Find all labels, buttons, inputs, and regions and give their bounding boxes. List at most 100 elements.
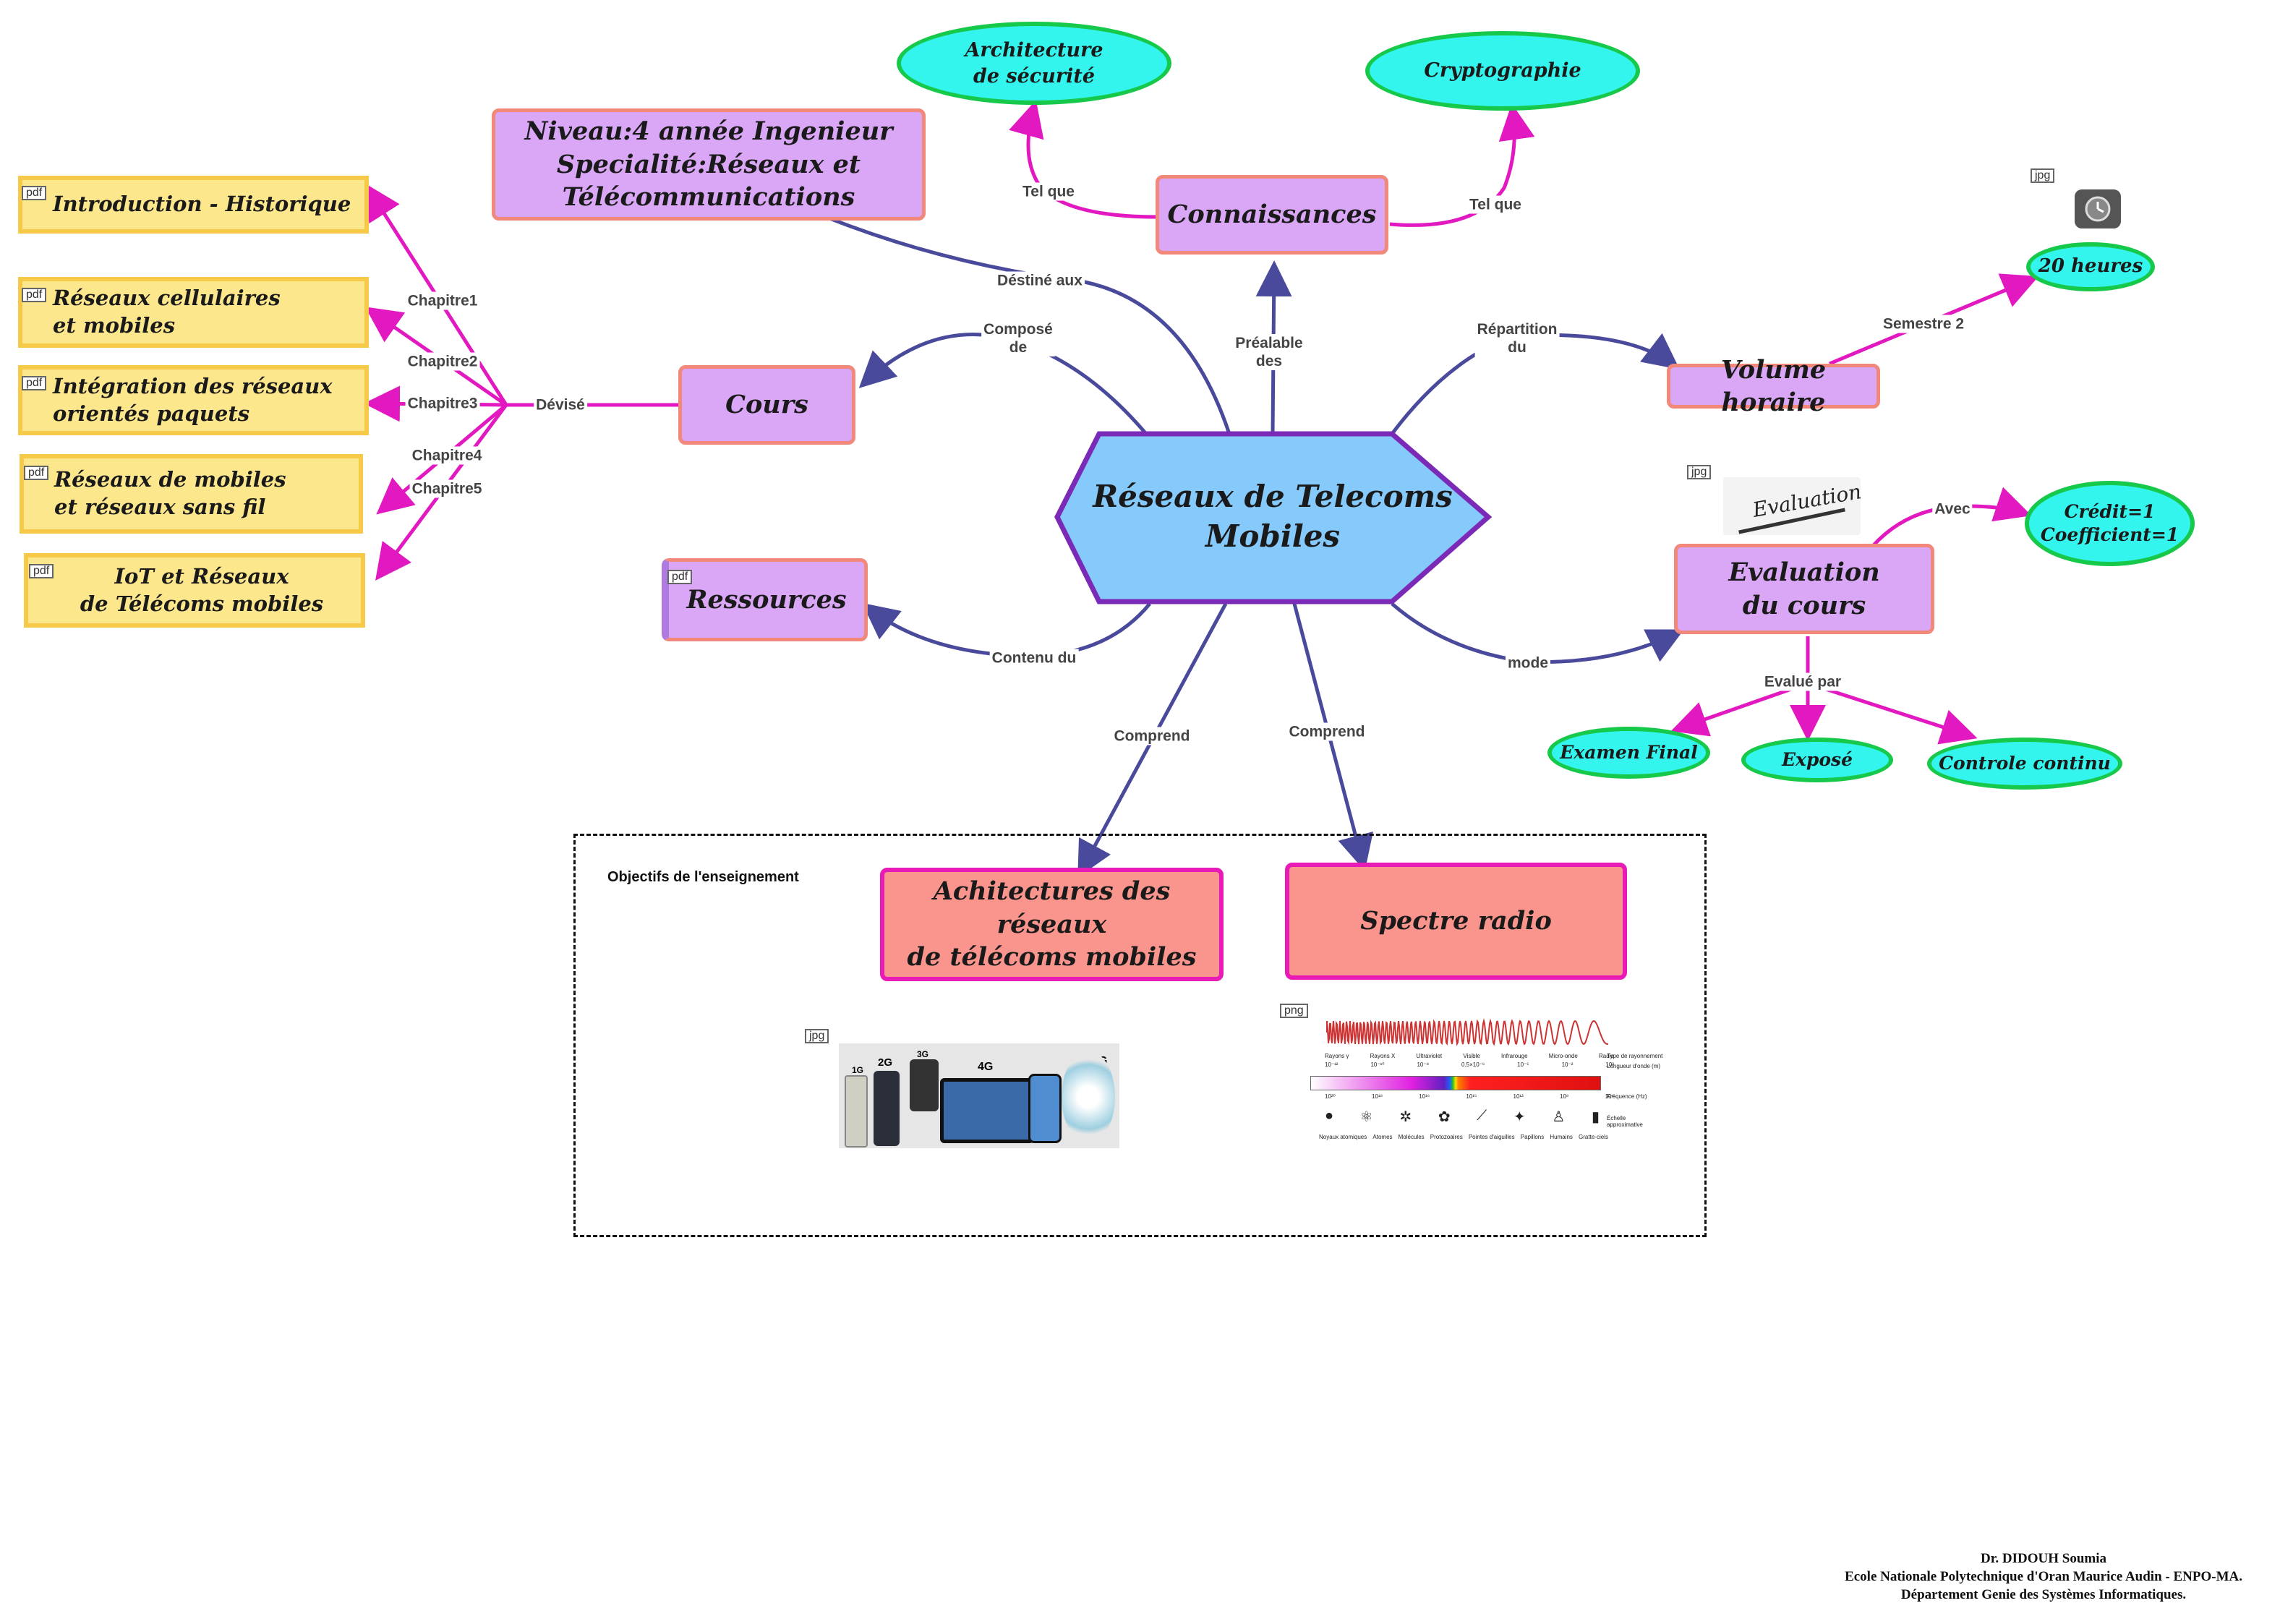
atom-icon: ⚛ [1359, 1109, 1373, 1125]
edge-label-evalue: Evalué par [1762, 672, 1844, 691]
spectrum-icons-row: ● ⚛ ✲ ✿ ⟋ ✦ ♙ ▮ [1325, 1108, 1600, 1126]
cours-node[interactable]: Cours [678, 365, 855, 445]
smartphone-icon [1028, 1074, 1062, 1143]
edge-label-devise: Dévisé [534, 396, 587, 414]
edge-label-prealable: Préalable des [1233, 334, 1305, 370]
spectrum-band: Infrarouge [1501, 1053, 1528, 1059]
clock-icon [2075, 189, 2121, 228]
spectrum-frequency: 10⁸ [1560, 1093, 1569, 1100]
spectrum-frequency: 10¹⁶ [1419, 1093, 1430, 1100]
credit-node[interactable]: Crédit=1 Coefficient=1 [2025, 481, 2195, 566]
controle-continu-node[interactable]: Controle continu [1927, 738, 2122, 790]
generation-label: 4G [978, 1061, 994, 1073]
spectrum-frequency: 10⁴ [1605, 1093, 1614, 1100]
spectrum-band: Radio [1599, 1053, 1614, 1059]
spectrum-band: Rayons γ [1325, 1053, 1349, 1059]
pdf-tag[interactable]: pdf [22, 288, 47, 302]
spectrum-wavelength: 10⁻² [1561, 1061, 1574, 1068]
volume-horaire-node[interactable]: Volume horaire [1667, 355, 1880, 417]
pdf-tag[interactable]: pdf [29, 564, 54, 578]
spectrum-image: Rayons γ Rayons X Ultraviolet Visible In… [1310, 1018, 1675, 1163]
link-evalue-right [1807, 681, 1978, 745]
spectrum-frequency: 10¹⁸ [1372, 1093, 1383, 1100]
spectrum-wavelength: 10⁻⁵ [1517, 1061, 1529, 1068]
spectrum-object: Noyaux atomiques [1319, 1134, 1367, 1140]
pdf-tag[interactable]: pdf [22, 376, 47, 390]
spectrum-object: Atomes [1372, 1134, 1393, 1140]
edge-label-mode: mode [1505, 654, 1551, 672]
spectrum-object: Gratte-ciels [1579, 1134, 1608, 1140]
niveau-node[interactable]: Niveau:4 année Ingenieur Specialité:Rése… [492, 108, 926, 221]
spectrum-object: Papillons [1520, 1134, 1545, 1140]
examen-final-node[interactable]: Examen Final [1547, 727, 1710, 779]
spectrum-band: Visible [1463, 1053, 1480, 1059]
edge-label-chapitre3: Chapitre3 [405, 394, 480, 413]
link-contenu [862, 602, 1151, 658]
central-hexagon [1054, 431, 1493, 604]
png-tag[interactable]: png [1280, 1004, 1308, 1018]
nucleus-icon: ● [1325, 1108, 1334, 1124]
connaissances-node[interactable]: Connaissances [1156, 175, 1388, 255]
network-5g-icon [1062, 1051, 1115, 1143]
footer-author: Dr. DIDOUH Soumia Ecole Nationale Polyte… [1845, 1551, 2242, 1602]
spectrum-frequency: 10¹⁵ [1466, 1093, 1477, 1100]
chapter-node[interactable]: Réseaux de mobiles et réseaux sans fil [20, 454, 363, 534]
spectrum-frequency: 10¹² [1513, 1093, 1524, 1100]
spectrum-frequency: 10²⁰ [1325, 1093, 1336, 1100]
central-node[interactable]: Réseaux de Telecoms Mobiles [1093, 479, 1453, 554]
spectrum-objects-row: Noyaux atomiques Atomes Molécules Protoz… [1319, 1134, 1608, 1140]
link-telque-right [1389, 103, 1535, 227]
architecture-securite-node[interactable]: Architecture de sécurité [897, 22, 1171, 105]
spectrum-wavelength: 10⁻¹² [1325, 1061, 1338, 1068]
ressources-node[interactable]: Ressources [662, 558, 868, 641]
edge-label-telque-right: Tel que [1467, 195, 1524, 214]
spectrum-type-label: Type de rayonnement [1607, 1053, 1663, 1059]
generation-label: 1G [852, 1065, 864, 1075]
cryptographie-node[interactable]: Cryptographie [1365, 31, 1640, 111]
spectrum-frequency-row: 10²⁰ 10¹⁸ 10¹⁶ 10¹⁵ 10¹² 10⁸ 10⁴ [1325, 1093, 1614, 1100]
jpg-tag[interactable]: jpg [2031, 168, 2055, 183]
edge-label-comprend-left: Comprend [1111, 727, 1192, 745]
evaluation-node[interactable]: Evaluation du cours [1674, 544, 1934, 634]
spectrum-object: Pointes d'aiguilles [1468, 1134, 1515, 1140]
edge-label-chapitre4: Chapitre4 [409, 446, 484, 465]
edge-label-comprend-right: Comprend [1286, 722, 1367, 741]
chapter-node[interactable]: Intégration des réseaux orientés paquets [18, 365, 369, 435]
link-mode [1391, 602, 1684, 664]
spectrum-object: Molécules [1398, 1134, 1425, 1140]
spectrum-scale-label: Échelle approximative [1607, 1115, 1643, 1128]
architectures-reseaux-node[interactable]: Achitectures des réseaux de télécoms mob… [880, 868, 1224, 981]
spectrum-object: Protozoaires [1430, 1134, 1463, 1140]
spectrum-wavelength-row: 10⁻¹² 10⁻¹⁰ 10⁻⁸ 0.5×10⁻⁶ 10⁻⁵ 10⁻² 10³ [1325, 1061, 1614, 1068]
jpg-tag[interactable]: jpg [1687, 465, 1712, 479]
edge-label-chapitre5: Chapitre5 [409, 479, 484, 498]
wave-graphic [1326, 1018, 1609, 1047]
spectre-radio-node[interactable]: Spectre radio [1285, 863, 1627, 980]
phone-2g-icon [874, 1071, 900, 1146]
spectrum-length-label: Longueur d'onde (m) [1607, 1063, 1661, 1069]
spectrum-wavelength: 10⁻¹⁰ [1370, 1061, 1385, 1068]
edge-label-contenu: Contenu du [989, 649, 1079, 667]
pdf-tag[interactable]: pdf [667, 570, 693, 584]
spectrum-object: Humains [1550, 1134, 1573, 1140]
objectifs-title: Objectifs de l'enseignement [607, 869, 799, 885]
spectrum-band: Micro-onde [1548, 1053, 1578, 1059]
spectrum-band: Ultraviolet [1416, 1053, 1443, 1059]
spectrum-wavelength: 10³ [1605, 1061, 1614, 1068]
edge-label-destine: Déstiné aux [995, 271, 1085, 290]
spectrum-color-bar [1310, 1076, 1601, 1090]
chapter-node[interactable]: Réseaux cellulaires et mobiles [18, 277, 369, 348]
pdf-tag[interactable]: pdf [22, 186, 47, 200]
jpg-tag[interactable]: jpg [805, 1029, 829, 1043]
human-icon: ♙ [1552, 1109, 1566, 1125]
edge-label-repartition: Répartition du [1474, 320, 1560, 356]
chapter-node[interactable]: IoT et Réseaux de Télécoms mobiles [24, 553, 365, 628]
heures-node[interactable]: 20 heures [2026, 242, 2155, 291]
expose-node[interactable]: Exposé [1741, 738, 1893, 782]
edge-label-compose: Composé de [981, 320, 1055, 356]
pdf-tag[interactable]: pdf [24, 466, 49, 480]
chapter-node[interactable]: Introduction - Historique [18, 176, 369, 234]
spectrum-wavelength: 0.5×10⁻⁶ [1461, 1061, 1485, 1068]
edge-label-avec: Avec [1932, 500, 1973, 518]
